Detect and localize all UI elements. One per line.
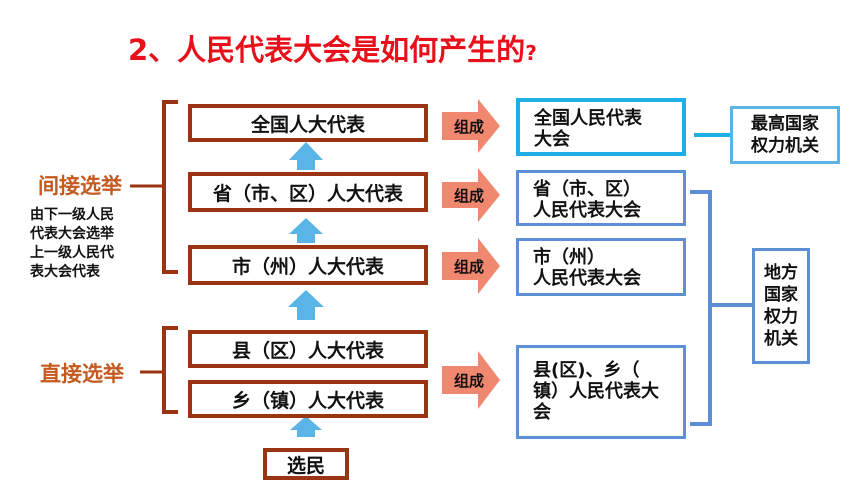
voters-box: 选民 (263, 448, 349, 480)
congress-line: 会 (533, 402, 551, 423)
up-arrow-city (289, 218, 323, 243)
organ-line: 最高国家 (751, 114, 819, 134)
highest-organ-box: 最高国家 权力机关 (730, 106, 840, 164)
national-congress-box: 全国人民代表 大会 (516, 98, 686, 156)
organ-line: 地方 (764, 263, 798, 283)
right-arrow-city (442, 238, 500, 294)
note-line: 由下一级人民 (30, 207, 114, 223)
direct-election-bracket (162, 326, 178, 414)
county-representatives-box: 县（区）人大代表 (188, 330, 428, 368)
congress-line: 省（市、区） (533, 179, 641, 200)
congress-line: 全国人民代表 (534, 108, 642, 129)
up-arrow-county (288, 290, 324, 320)
local-organ-box: 地方 国家 权力 机关 (752, 248, 810, 364)
compose-label-national: 组成 (454, 117, 485, 136)
city-representatives-box: 市（州）人大代表 (188, 245, 428, 285)
local-organs-bracket (690, 190, 712, 426)
compose-label-city: 组成 (454, 257, 485, 276)
compose-label-provincial: 组成 (454, 186, 485, 205)
city-congress-box: 市（州） 人民代表大会 (516, 238, 686, 296)
compose-label-county: 组成 (454, 371, 485, 390)
national-representatives-box: 全国人大代表 (188, 104, 428, 142)
note-line: 上一级人民代 (30, 245, 114, 261)
note-line: 表大会代表 (30, 264, 100, 280)
note-line: 代表大会选举 (30, 226, 114, 242)
title-suffix: ? (525, 41, 537, 65)
indirect-election-label: 间接选举 (38, 174, 122, 198)
county-township-congress-box: 县(区)、乡（ 镇）人民代表大 会 (516, 345, 686, 439)
title-text: 2、人民代表大会是如何产生的 (128, 33, 526, 67)
organ-line: 国家 (764, 285, 798, 305)
indirect-election-note: 由下一级人民 代表大会选举 上一级人民代 表大会代表 (30, 206, 114, 282)
provincial-representatives-box: 省（市、区）人大代表 (188, 172, 428, 212)
right-arrow-county (442, 351, 500, 409)
organ-line: 权力机关 (751, 136, 819, 156)
organ-line: 权力 (764, 307, 798, 327)
congress-line: 镇）人民代表大 (533, 381, 659, 402)
right-arrow-provincial (442, 168, 500, 222)
right-arrow-national (442, 99, 500, 153)
congress-line: 大会 (534, 129, 570, 150)
page-title: 2、人民代表大会是如何产生的? (128, 28, 688, 72)
congress-line: 人民代表大会 (533, 200, 641, 221)
organ-line: 机关 (764, 329, 798, 349)
direct-election-label: 直接选举 (40, 362, 124, 386)
provincial-congress-box: 省（市、区） 人民代表大会 (516, 170, 686, 226)
congress-line: 人民代表大会 (533, 268, 641, 289)
indirect-election-bracket (162, 100, 178, 274)
congress-line: 县(区)、乡（ (533, 360, 640, 381)
township-representatives-box: 乡（镇）人大代表 (188, 380, 428, 418)
up-arrow-provincial (289, 142, 323, 170)
congress-line: 市（州） (533, 247, 605, 268)
up-arrow-voters (290, 416, 322, 437)
